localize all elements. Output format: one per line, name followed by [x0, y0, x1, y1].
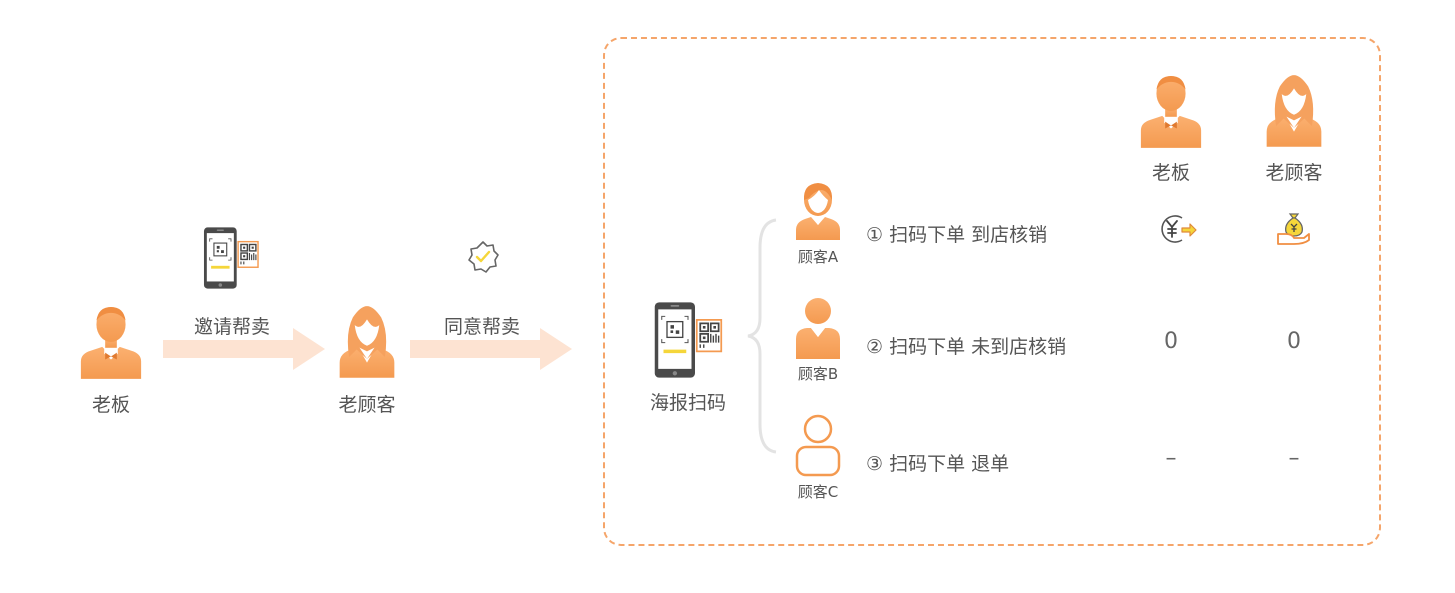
- customer-a-avatar-icon: [793, 178, 843, 240]
- boss-column-label: 老板: [1151, 162, 1191, 184]
- old-customer-label: 老顾客: [338, 394, 396, 416]
- invite-label: 邀请帮卖: [193, 316, 271, 338]
- boss-label: 老板: [91, 394, 131, 416]
- customer-a-label: 顾客A: [797, 248, 839, 266]
- boss-avatar-icon: [77, 302, 145, 380]
- customer-b-old-customer-value: 0: [1287, 329, 1301, 354]
- brace-icon: [747, 218, 777, 454]
- old-customer-avatar-icon: [334, 302, 400, 380]
- customer-c-label: 顾客C: [797, 483, 839, 501]
- customer-b-label: 顾客B: [797, 365, 839, 383]
- customer-b-boss-value: 0: [1164, 329, 1178, 354]
- customer-c-avatar-icon: [793, 413, 843, 477]
- customer-c-boss-value: –: [1165, 446, 1177, 471]
- money-bag-hand-icon: [1277, 213, 1310, 245]
- boss-column-avatar-icon: [1137, 72, 1205, 148]
- verified-badge-icon: [468, 241, 499, 273]
- scan-results-panel: [603, 37, 1381, 546]
- customer-c-old-customer-value: –: [1288, 446, 1300, 471]
- customer-a-step: ① 扫码下单 到店核销: [866, 224, 1048, 246]
- poster-scan-label: 海报扫码: [649, 392, 727, 414]
- old-customer-column-label: 老顾客: [1265, 162, 1323, 184]
- customer-b-step: ② 扫码下单 未到店核销: [866, 336, 1067, 358]
- customer-c-step: ③ 扫码下单 退单: [866, 453, 1010, 475]
- poster-qr-phone-icon: [653, 300, 723, 380]
- yen-exchange-icon: [1161, 215, 1197, 243]
- agree-label: 同意帮卖: [443, 316, 521, 338]
- old-customer-column-avatar-icon: [1261, 72, 1327, 148]
- customer-b-avatar-icon: [793, 295, 843, 359]
- arrow-right-icon: [163, 328, 325, 370]
- phone-qr-invite-icon: [202, 226, 260, 290]
- arrow-right-icon: [410, 328, 572, 370]
